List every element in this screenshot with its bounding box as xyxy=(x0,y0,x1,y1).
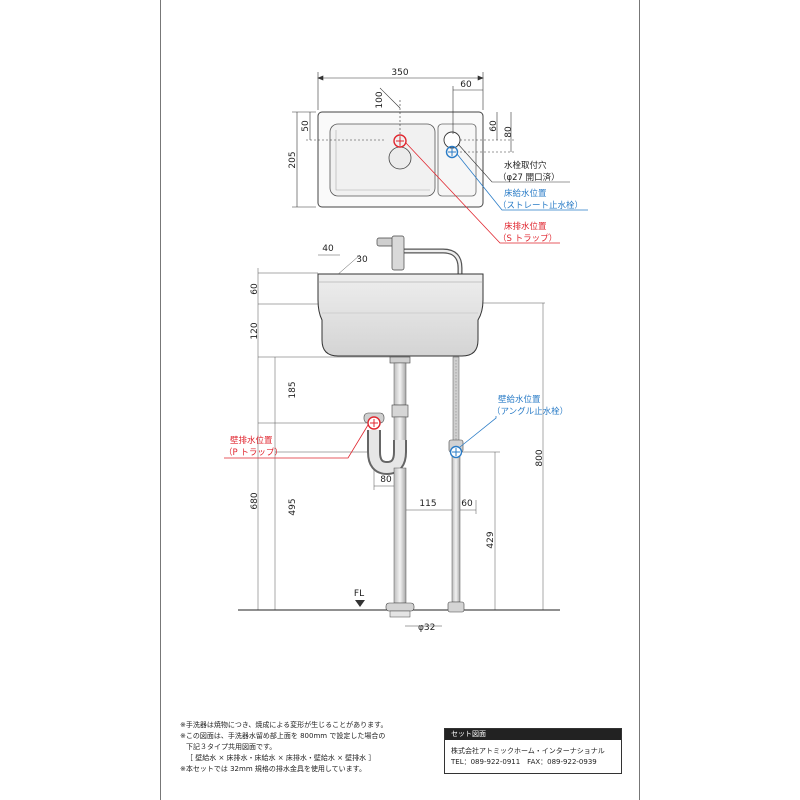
basin-front xyxy=(317,273,484,357)
basin-bowl xyxy=(329,123,436,197)
label-floor-supply: 床給水位置 xyxy=(504,188,547,199)
label-faucet-hole-spec: （φ27 開口済） xyxy=(498,172,560,183)
dim-60-left: 60 xyxy=(250,283,260,295)
dim-205: 205 xyxy=(288,151,298,168)
dim-429: 429 xyxy=(486,531,496,548)
label-floor-drain-type: （S トラップ） xyxy=(498,233,557,244)
label-wall-drain-type: （P トラップ） xyxy=(224,447,283,458)
dim-680: 680 xyxy=(250,492,260,509)
dim-50: 50 xyxy=(301,120,311,132)
dim-60-mid: 60 xyxy=(461,499,473,509)
dim-495: 495 xyxy=(288,498,298,515)
wall-drain-marker xyxy=(224,416,381,459)
dim-350: 350 xyxy=(391,68,408,78)
dim-800: 800 xyxy=(535,449,545,466)
dim-80-trap: 80 xyxy=(380,475,392,485)
dim-30: 30 xyxy=(356,255,368,265)
dim-phi32: φ32 xyxy=(418,623,435,633)
note-5: ※本セットでは 32mm 規格の排水金具を使用しています。 xyxy=(180,765,366,773)
dim-80: 80 xyxy=(504,126,514,138)
label-floor-drain: 床排水位置 xyxy=(504,221,547,232)
dim-115: 115 xyxy=(419,499,436,509)
top-view xyxy=(292,72,515,208)
faucet-hole-leader xyxy=(457,143,570,183)
label-floor-supply-type: （ストレート止水栓） xyxy=(498,200,583,211)
dim-185: 185 xyxy=(288,381,298,398)
note-4: ［ 壁給水 × 床排水・床給水 × 床排水・壁給水 × 壁排水 ］ xyxy=(186,754,376,762)
drain-pipe xyxy=(363,356,415,618)
dim-100: 100 xyxy=(375,91,385,108)
dim-60-right: 60 xyxy=(489,120,499,132)
front-view: 40 30 60 120 185 680 495 80 115 60 429 8… xyxy=(224,235,568,633)
dim-60-top: 60 xyxy=(460,80,472,90)
title-block: セット図面 株式会社アトミックホーム・インターナショナル TEL：089-922… xyxy=(444,728,622,774)
label-faucet-hole: 水栓取付穴 xyxy=(504,160,547,171)
dim-120: 120 xyxy=(250,322,260,339)
fl-label: FL xyxy=(354,589,364,599)
title-block-header: セット図面 xyxy=(445,729,621,740)
drawing-sheet xyxy=(160,0,640,800)
drain-hole xyxy=(388,146,412,170)
note-2: ※この図面は、手洗器水留め部上面を 800mm で設定した場合の xyxy=(180,732,386,740)
floor-drain-marker xyxy=(393,134,560,244)
wall-supply-marker xyxy=(449,416,497,459)
label-wall-supply: 壁給水位置 xyxy=(498,394,541,405)
notes-block: ※手洗器は焼物につき、焼成による変形が生じることがあります。 ※この図面は、手洗… xyxy=(180,720,387,775)
dim-40: 40 xyxy=(322,244,334,254)
label-wall-drain: 壁排水位置 xyxy=(230,435,273,446)
fl-marker xyxy=(355,600,365,607)
contact-info: TEL：089-922-0911 FAX：089-922-0939 xyxy=(451,758,597,766)
note-1: ※手洗器は焼物につき、焼成による変形が生じることがあります。 xyxy=(180,721,388,729)
floor-supply-marker xyxy=(445,145,588,211)
note-3: 下記３タイプ共用図面です。 xyxy=(186,743,277,751)
label-wall-supply-type: （アングル止水栓） xyxy=(492,406,568,417)
supply-hose xyxy=(447,356,465,613)
company-name: 株式会社アトミックホーム・インターナショナル xyxy=(451,747,605,755)
faucet-hole xyxy=(443,131,461,149)
